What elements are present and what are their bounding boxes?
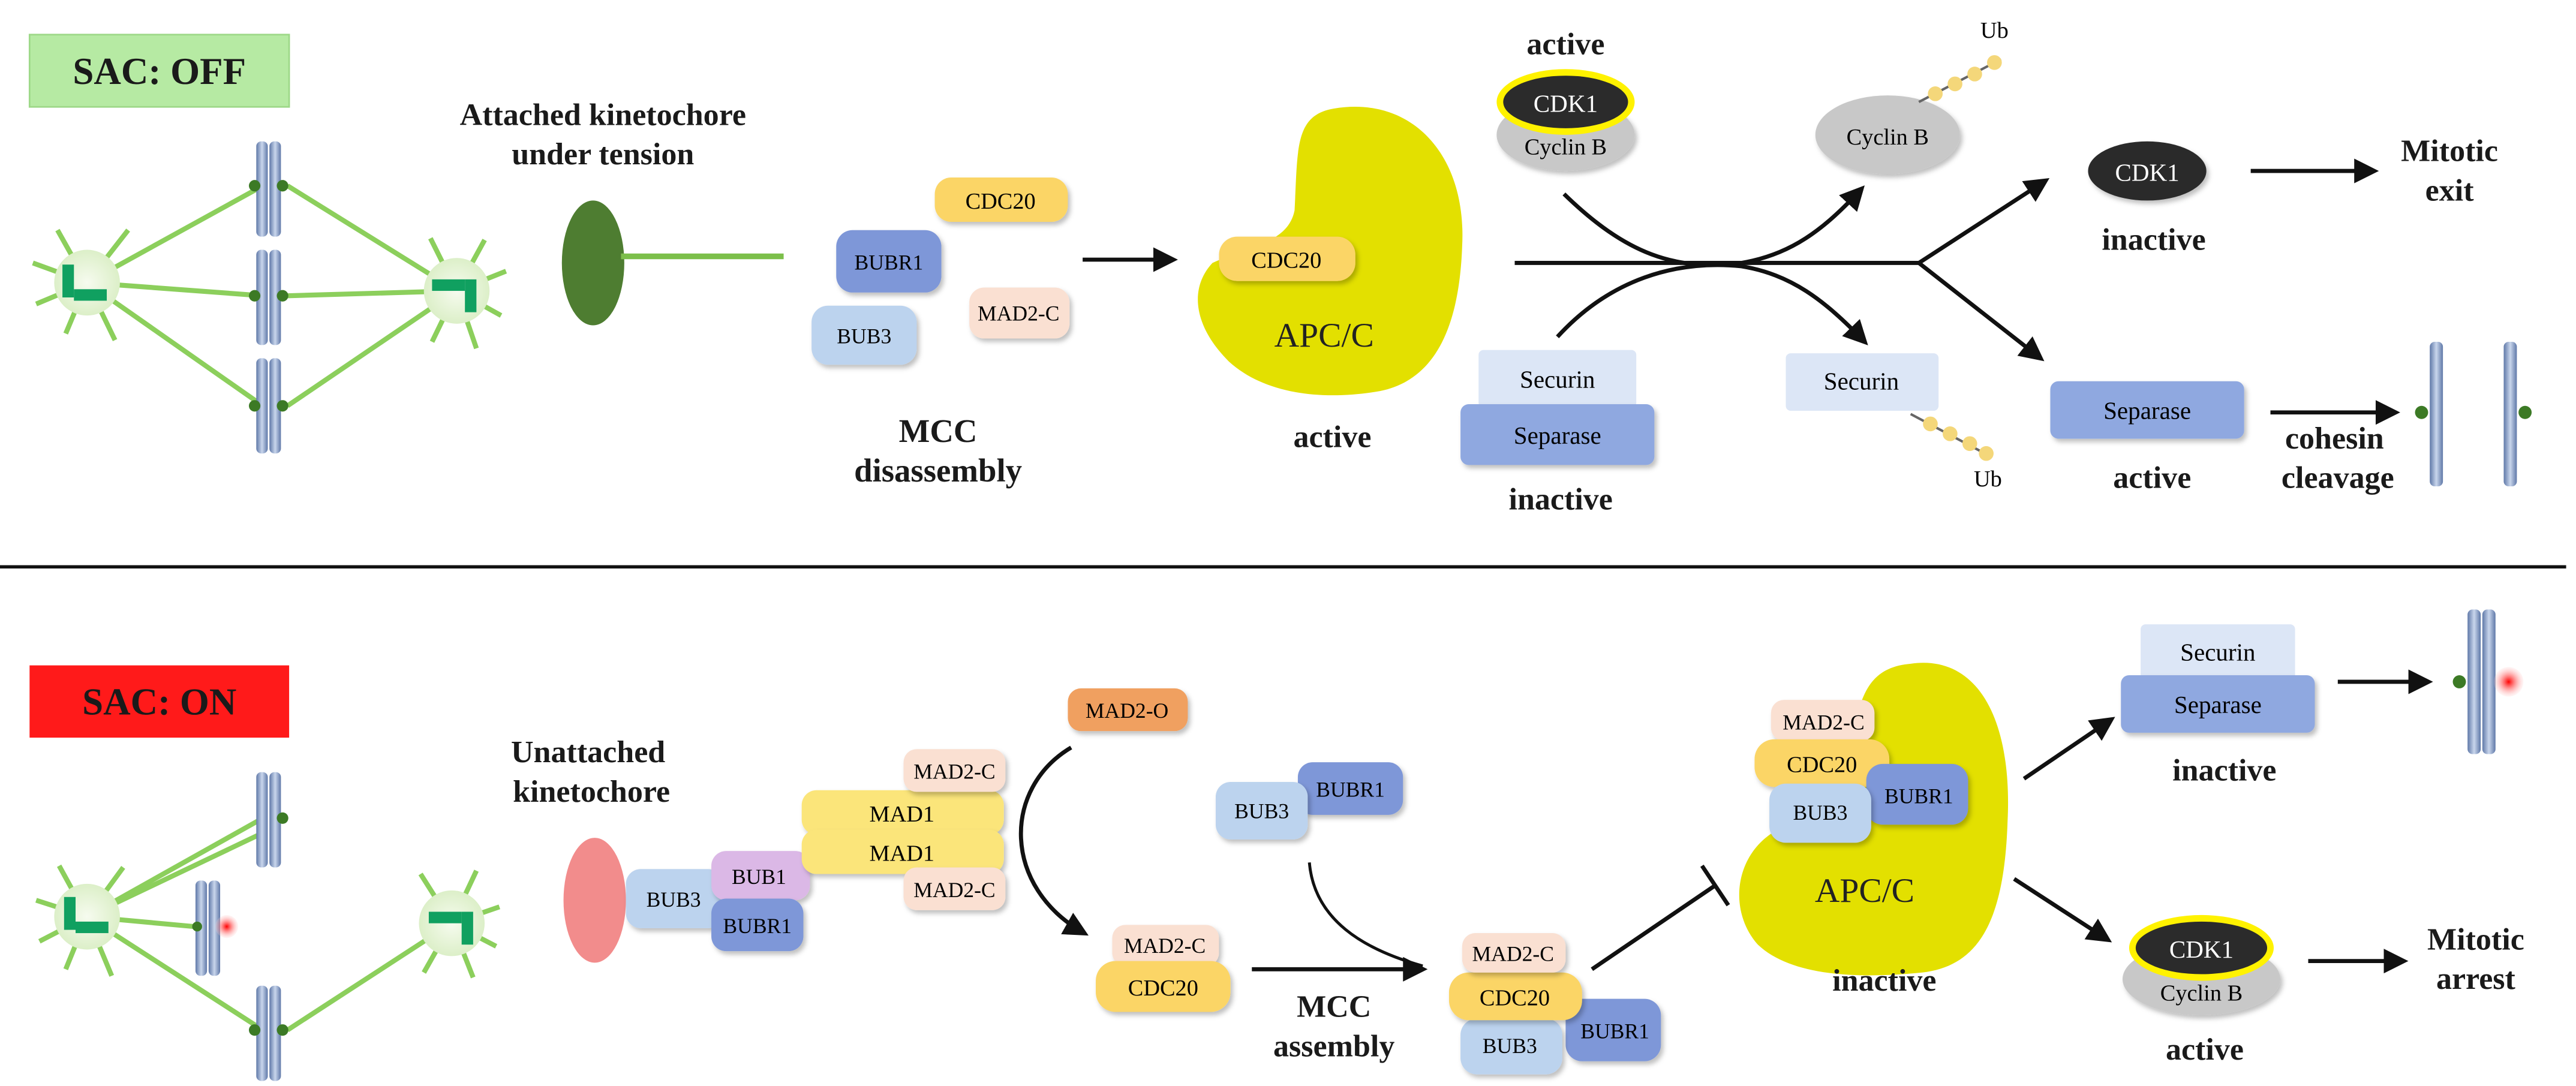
attached-spindle [32,141,507,454]
apc-mcc-mad2c: MAD2-C [1783,710,1864,734]
apc-cdc20: CDC20 [1251,248,1321,273]
mcc-assembly-line1: MCC [1297,990,1371,1024]
intact-chromosome [2452,609,2524,754]
mcc-caption-line1: MCC [899,413,978,449]
bottom-cyclin-b: Cyclin B [2160,980,2243,1006]
sac-on-badge [29,665,290,738]
scaffold-mad2c-b: MAD2-C [913,878,995,902]
ubiquitination-arrows [1514,178,2050,362]
cyclin-b-free [1815,95,1960,175]
mitotic-arrest-line1: Mitotic [2427,922,2524,956]
mitotic-exit-line2: exit [2425,173,2475,207]
separase-status: active [2113,461,2191,495]
apc-mcc-bub3: BUB3 [1793,801,1847,825]
ub-chain-1 [1918,55,2002,103]
cdk1-active: CDK1 [1534,89,1598,117]
mcc-mad2c: MAD2-C [978,301,1059,325]
kinetochore-label-line2: under tension [512,137,694,172]
apc-status-active: active [1293,420,1371,454]
bottom-cdk-status: active [2166,1033,2244,1067]
cohesin-line2: cleavage [2282,461,2394,495]
mitotic-arrest-line2: arrest [2436,962,2516,996]
mitotic-exit-line1: Mitotic [2401,134,2498,169]
scaffold-bub1: BUB1 [732,865,786,889]
scaffold-bubr1: BUBR1 [723,914,792,938]
mcc-cdc20: CDC20 [966,189,1036,214]
scaffold-mad2c-a: MAD2-C [913,760,995,784]
arrow-bub-to-mcc [1307,862,1423,968]
bottom-separase: Separase [2174,691,2262,718]
arrow-to-cdk1-active [2013,877,2112,943]
cyclin-b-free-label: Cyclin B [1847,125,1929,150]
chromosome [256,141,281,454]
mcc-bubr1-assembled: BUBR1 [1580,1019,1649,1043]
arrow-to-securin-complex [2022,717,2115,781]
mad2o: MAD2-O [1086,699,1168,723]
scaffold-bub3: BUB3 [647,888,701,911]
mad2c-cdc20-mad2c: MAD2-C [1124,934,1206,958]
securin-free [1786,353,1939,411]
unattached-label-line1: Unattached [511,735,665,769]
mcc-cdc20-assembled: CDC20 [1480,986,1550,1011]
attached-kinetochore [561,200,624,326]
separase-in-complex: Separase [1514,422,1601,449]
cdk1-inactive-shape [2088,141,2207,201]
cohesin-line1: cohesin [2285,422,2384,456]
mcc-assembled: BUBR1 BUB3 CDC20 MAD2-C [1448,933,1661,1075]
inhibition-arrow [1591,864,1730,971]
mcc-assembly-line2: assembly [1273,1029,1394,1063]
apc-mcc-cdc20: CDC20 [1787,753,1857,778]
cdk1-inactive-status: inactive [2102,223,2205,257]
bottom-panel: SAC: ON [29,609,2524,1081]
bottom-cdk1: CDK1 [2169,935,2234,963]
apc-mcc-bubr1: BUBR1 [1884,784,1953,808]
bottom-complex-status: inactive [2172,753,2276,787]
separase-free [2050,381,2244,439]
mcc-bub3-assembled: BUB3 [1483,1034,1537,1058]
top-panel: SAC: OFF [28,18,2532,516]
unattached-label-line2: kinetochore [513,775,670,809]
unattached-spindle [35,772,501,1081]
cyclin-b-active: Cyclin B [1525,135,1607,160]
scaffold-mad1-a: MAD1 [869,802,934,827]
free-bub3: BUB3 [1234,799,1289,823]
centrosome-right [423,258,490,324]
securin-in-complex: Securin [1520,366,1595,393]
ub-label-2: Ub [1974,467,2002,492]
sac-off-label: SAC: OFF [73,50,246,92]
sac-on-label: SAC: ON [82,681,236,723]
kinetochore-label-line1: Attached kinetochore [460,98,746,132]
sac-off-badge [28,34,290,108]
mcc-bub3: BUB3 [837,324,891,348]
mcc-bubr1: BUBR1 [855,250,924,274]
apc-label-inactive: APC/C [1815,872,1914,910]
free-bubr1: BUBR1 [1316,778,1385,802]
cdk1-inactive: CDK1 [2115,159,2179,186]
arrow-mad2-conversion [1018,745,1089,936]
securin-free-label: Securin [1824,367,1899,395]
scaffold-mad1-b: MAD1 [869,841,934,867]
cdk-status-active: active [1526,28,1604,62]
mcc-disassembled: CDC20 BUBR1 BUB3 MAD2-C [811,178,1070,365]
separase-free-label: Separase [2103,397,2191,425]
separated-chromatids [2415,341,2532,486]
kinetochore-scaffold: BUB3 BUB1 BUBR1 MAD1 MAD1 MAD2-C MAD2-C [626,749,1006,952]
mcc-mad2c-assembled: MAD2-C [1472,942,1554,966]
ub-chain-2 [1910,413,1994,461]
ub-label-1: Ub [1980,18,2009,43]
mad2c-cdc20-cdc20: CDC20 [1128,976,1198,1001]
apc-label-active: APC/C [1275,317,1374,354]
bottom-securin: Securin [2180,638,2255,666]
apc-status-inactive: inactive [1832,964,1936,998]
mcc-caption-line2: disassembly [854,452,1022,489]
unattached-kinetochore [563,838,626,963]
complex-status-inactive: inactive [1508,482,1612,516]
